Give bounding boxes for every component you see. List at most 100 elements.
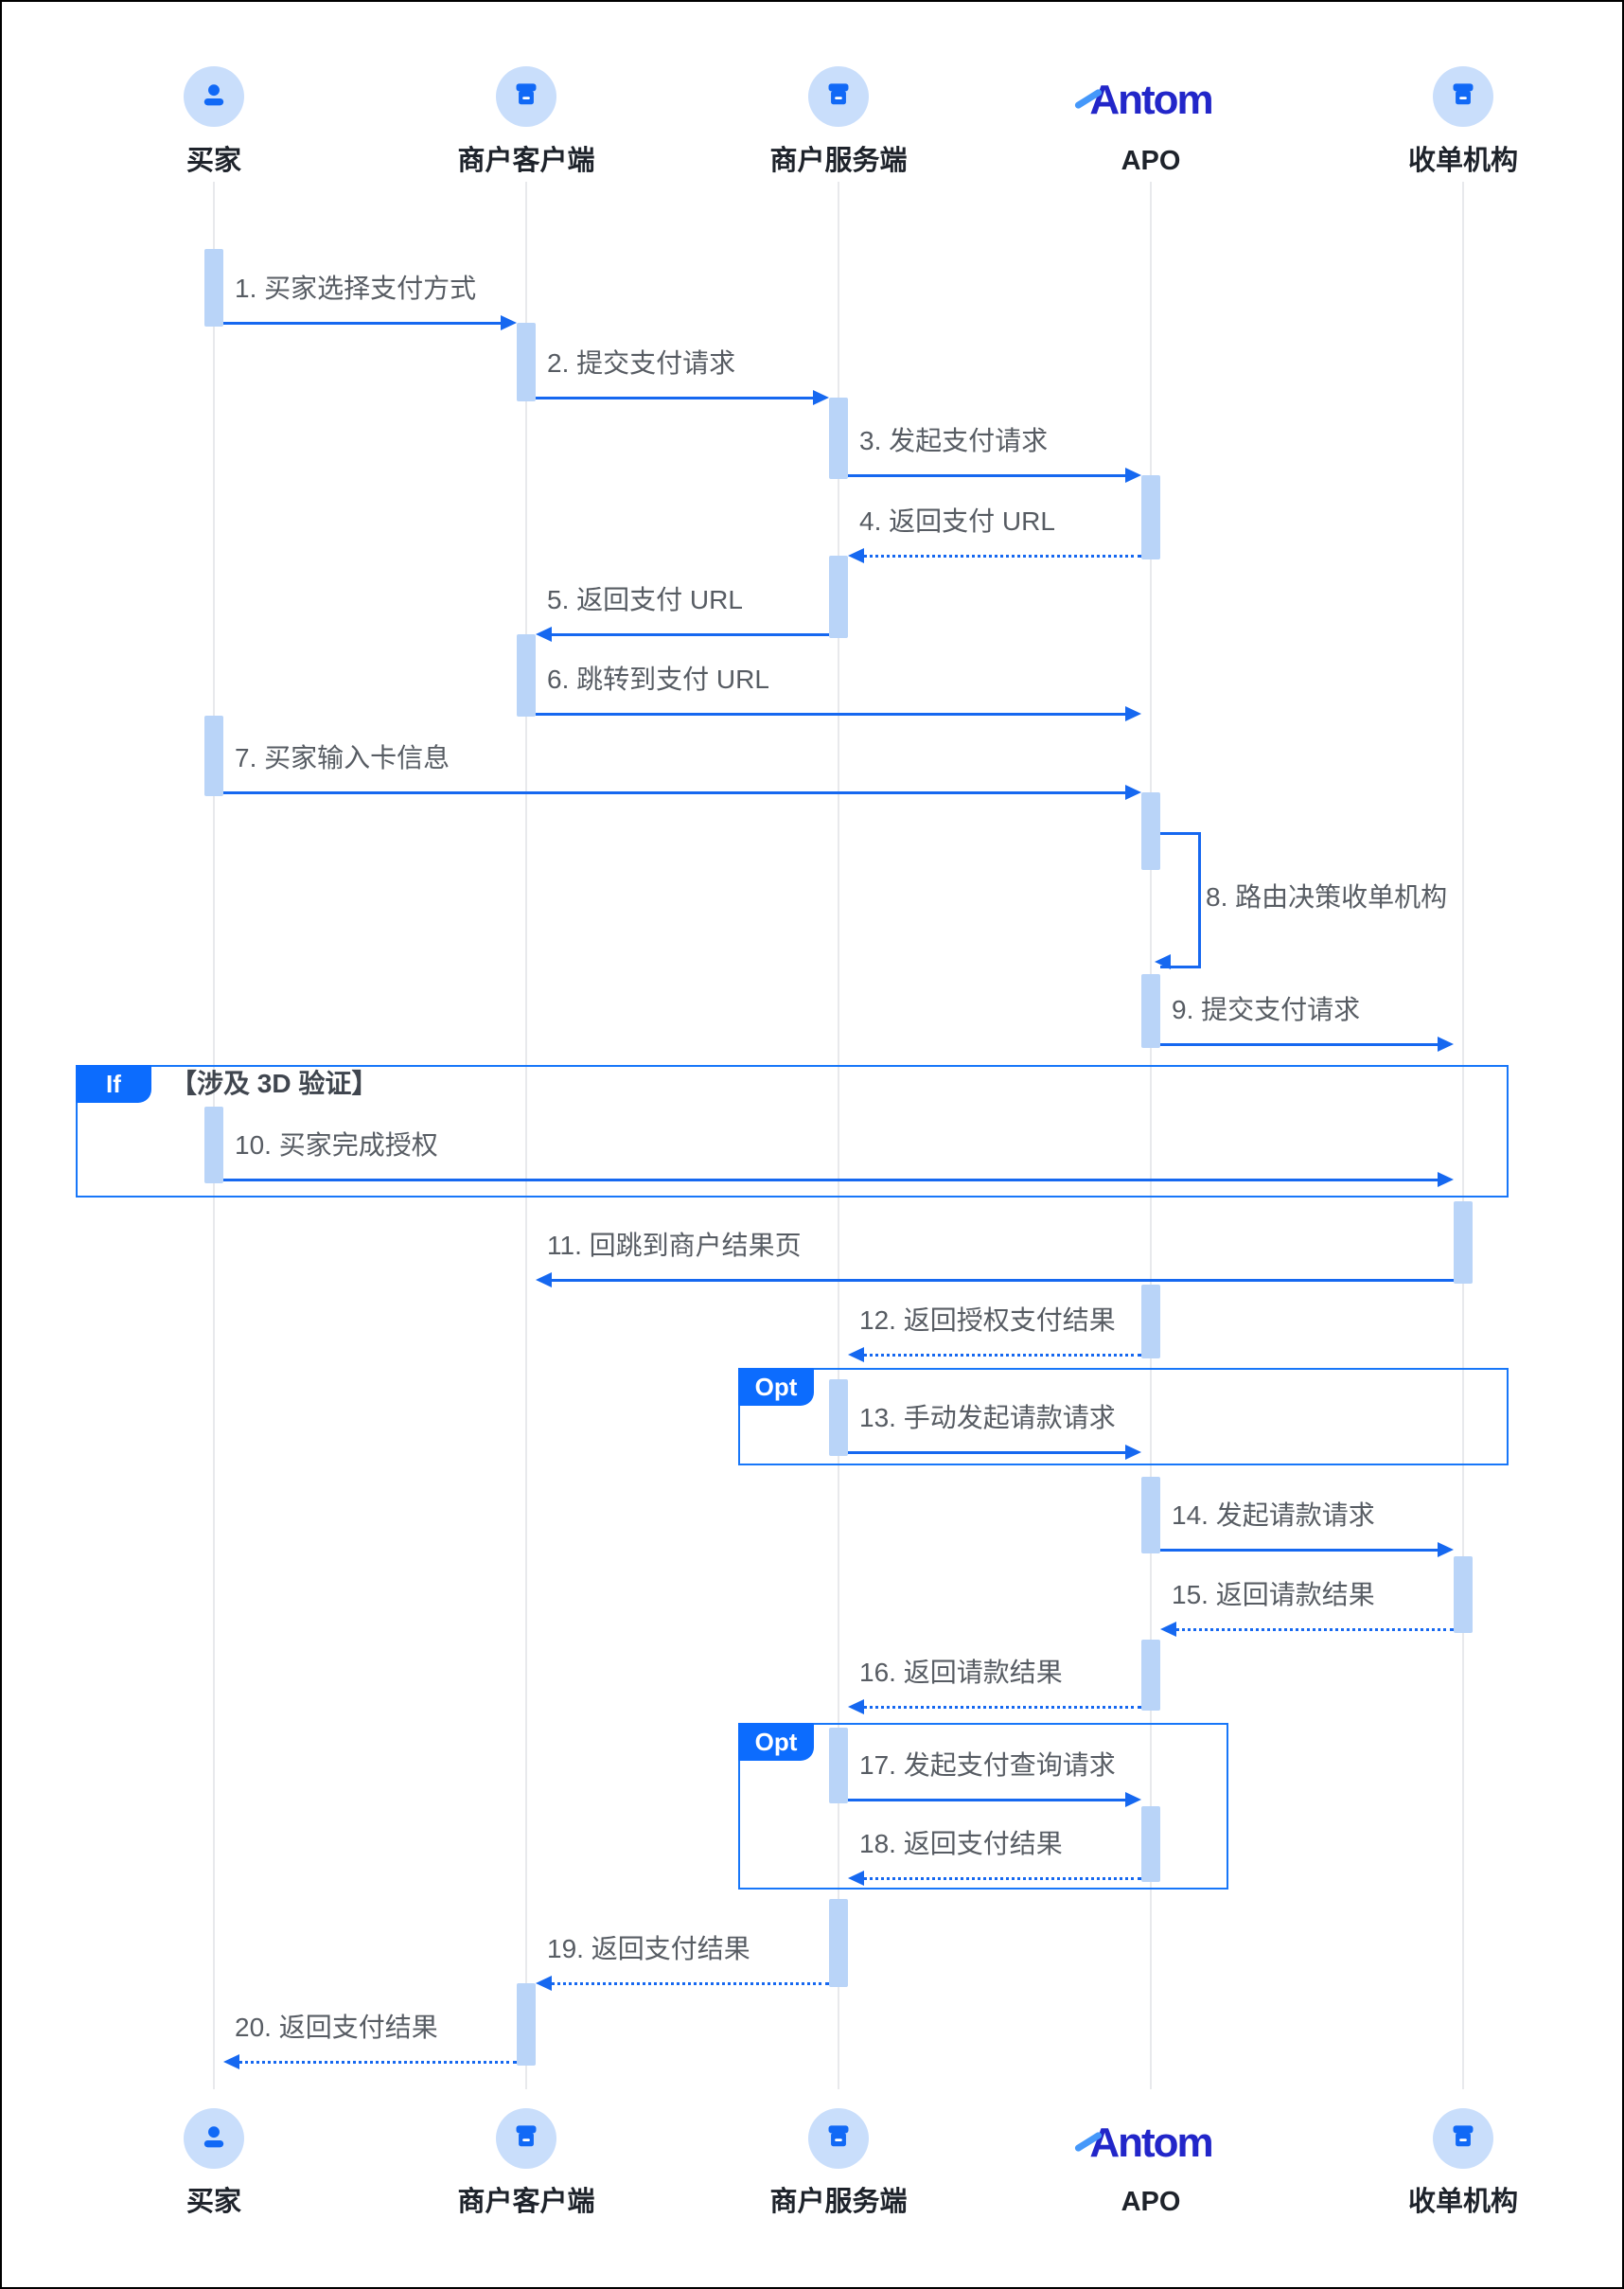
message-4-arrowhead	[848, 548, 864, 563]
message-5-label: 5. 返回支付 URL	[547, 585, 743, 614]
message-14-line	[1160, 1549, 1450, 1552]
message-8-self-loop	[1160, 832, 1201, 968]
message-3-line	[848, 474, 1138, 477]
activation-bar	[1141, 1285, 1160, 1358]
message-18-arrowhead	[848, 1871, 864, 1886]
storefront-icon	[822, 2120, 855, 2157]
message-15-arrowhead	[1160, 1622, 1176, 1637]
opt-frame-1	[738, 1368, 1509, 1465]
message-4-line	[852, 555, 1141, 558]
lifeline-1	[525, 182, 527, 2089]
activation-bar	[204, 716, 223, 796]
message-7-arrowhead	[1125, 785, 1141, 800]
message-15-line	[1164, 1628, 1454, 1631]
actor-top-acquirer-label: 收单机构	[1407, 146, 1518, 176]
actor-top-merchant-client-avatar	[496, 66, 556, 127]
message-13-line	[848, 1451, 1138, 1454]
opt-badge: Opt	[738, 1723, 814, 1761]
message-16-label: 16. 返回请款结果	[859, 1658, 1063, 1687]
actor-bottom-merchant-client-label: 商户客户端	[457, 2187, 595, 2217]
activation-bar	[1454, 1556, 1473, 1633]
message-11-arrowhead	[536, 1272, 552, 1287]
message-12-line	[852, 1354, 1141, 1357]
actor-top-buyer-avatar	[184, 66, 244, 127]
actor-top-merchant-server-avatar	[808, 66, 869, 127]
message-1-arrowhead	[501, 315, 517, 330]
storefront-icon	[1447, 79, 1479, 115]
message-17-label: 17. 发起支付查询请求	[859, 1750, 1116, 1780]
message-2-arrowhead	[813, 390, 829, 405]
message-16-line	[852, 1706, 1141, 1709]
message-10-arrowhead	[1438, 1172, 1454, 1187]
antom-logo-text: Antom	[1089, 77, 1213, 123]
activation-bar	[1141, 1477, 1160, 1553]
activation-bar	[829, 398, 848, 479]
activation-bar	[829, 556, 848, 638]
message-19-arrowhead	[536, 1976, 552, 1991]
actor-bottom-apo-label: APO	[1121, 2187, 1181, 2217]
message-12-arrowhead	[848, 1347, 864, 1362]
message-11-label: 11. 回跳到商户结果页	[547, 1231, 802, 1260]
actor-top-merchant-client-label: 商户客户端	[457, 146, 595, 176]
actor-bottom-merchant-server-avatar	[808, 2108, 869, 2169]
activation-bar	[1141, 974, 1160, 1048]
actor-top-buyer-label: 买家	[185, 146, 241, 176]
activation-bar	[517, 634, 536, 717]
message-18-line	[852, 1877, 1141, 1880]
actor-bottom-acquirer-avatar	[1433, 2108, 1493, 2169]
antom-logo: Antom	[1047, 2120, 1255, 2166]
activation-bar	[1141, 1806, 1160, 1882]
activation-bar	[517, 1983, 536, 2066]
activation-bar	[204, 1107, 223, 1183]
message-14-arrowhead	[1438, 1542, 1454, 1557]
message-3-arrowhead	[1125, 468, 1141, 483]
message-4-label: 4. 返回支付 URL	[859, 506, 1055, 536]
actor-top-acquirer-avatar	[1433, 66, 1493, 127]
message-18-label: 18. 返回支付结果	[859, 1829, 1063, 1858]
message-15-label: 15. 返回请款结果	[1172, 1580, 1375, 1609]
lifeline-3	[1150, 182, 1152, 2089]
message-12-label: 12. 返回授权支付结果	[859, 1305, 1116, 1335]
message-9-label: 9. 提交支付请求	[1172, 995, 1361, 1024]
message-8-label: 8. 路由决策收单机构	[1206, 882, 1448, 912]
activation-bar	[1141, 1640, 1160, 1711]
message-20-line	[227, 2061, 517, 2064]
message-7-line	[223, 791, 1138, 794]
actor-bottom-buyer-avatar	[184, 2108, 244, 2169]
actor-bottom-buyer-label: 买家	[185, 2187, 241, 2217]
message-3-label: 3. 发起支付请求	[859, 426, 1049, 455]
message-5-arrowhead	[536, 627, 552, 642]
if-condition-label: 【涉及 3D 验证】	[170, 1069, 379, 1098]
message-17-line	[848, 1799, 1138, 1801]
message-14-label: 14. 发起请款请求	[1172, 1500, 1375, 1530]
opt-badge: Opt	[738, 1368, 814, 1406]
message-5-line	[539, 633, 829, 636]
message-20-arrowhead	[223, 2054, 239, 2069]
activation-bar	[1141, 475, 1160, 559]
person-icon	[198, 2120, 230, 2157]
message-1-line	[223, 322, 513, 325]
if-frame	[76, 1065, 1509, 1198]
storefront-icon	[510, 79, 542, 115]
antom-logo: Antom	[1047, 78, 1255, 123]
message-10-line	[223, 1179, 1450, 1181]
message-20-label: 20. 返回支付结果	[235, 2013, 438, 2042]
message-2-line	[536, 397, 825, 399]
if-badge: If	[76, 1065, 151, 1103]
activation-bar	[1141, 792, 1160, 870]
activation-bar	[1454, 1201, 1473, 1284]
message-13-label: 13. 手动发起请款请求	[859, 1403, 1116, 1432]
message-7-label: 7. 买家输入卡信息	[235, 743, 450, 772]
message-16-arrowhead	[848, 1699, 864, 1714]
message-6-line	[536, 713, 1138, 716]
message-6-label: 6. 跳转到支付 URL	[547, 665, 769, 694]
storefront-icon	[822, 79, 855, 115]
person-icon	[198, 79, 230, 115]
opt-frame-2	[738, 1723, 1228, 1890]
message-1-label: 1. 买家选择支付方式	[235, 274, 477, 303]
message-9-arrowhead	[1438, 1037, 1454, 1052]
message-11-line	[539, 1279, 1454, 1282]
lifeline-4	[1462, 182, 1464, 2089]
message-19-line	[539, 1982, 829, 1985]
